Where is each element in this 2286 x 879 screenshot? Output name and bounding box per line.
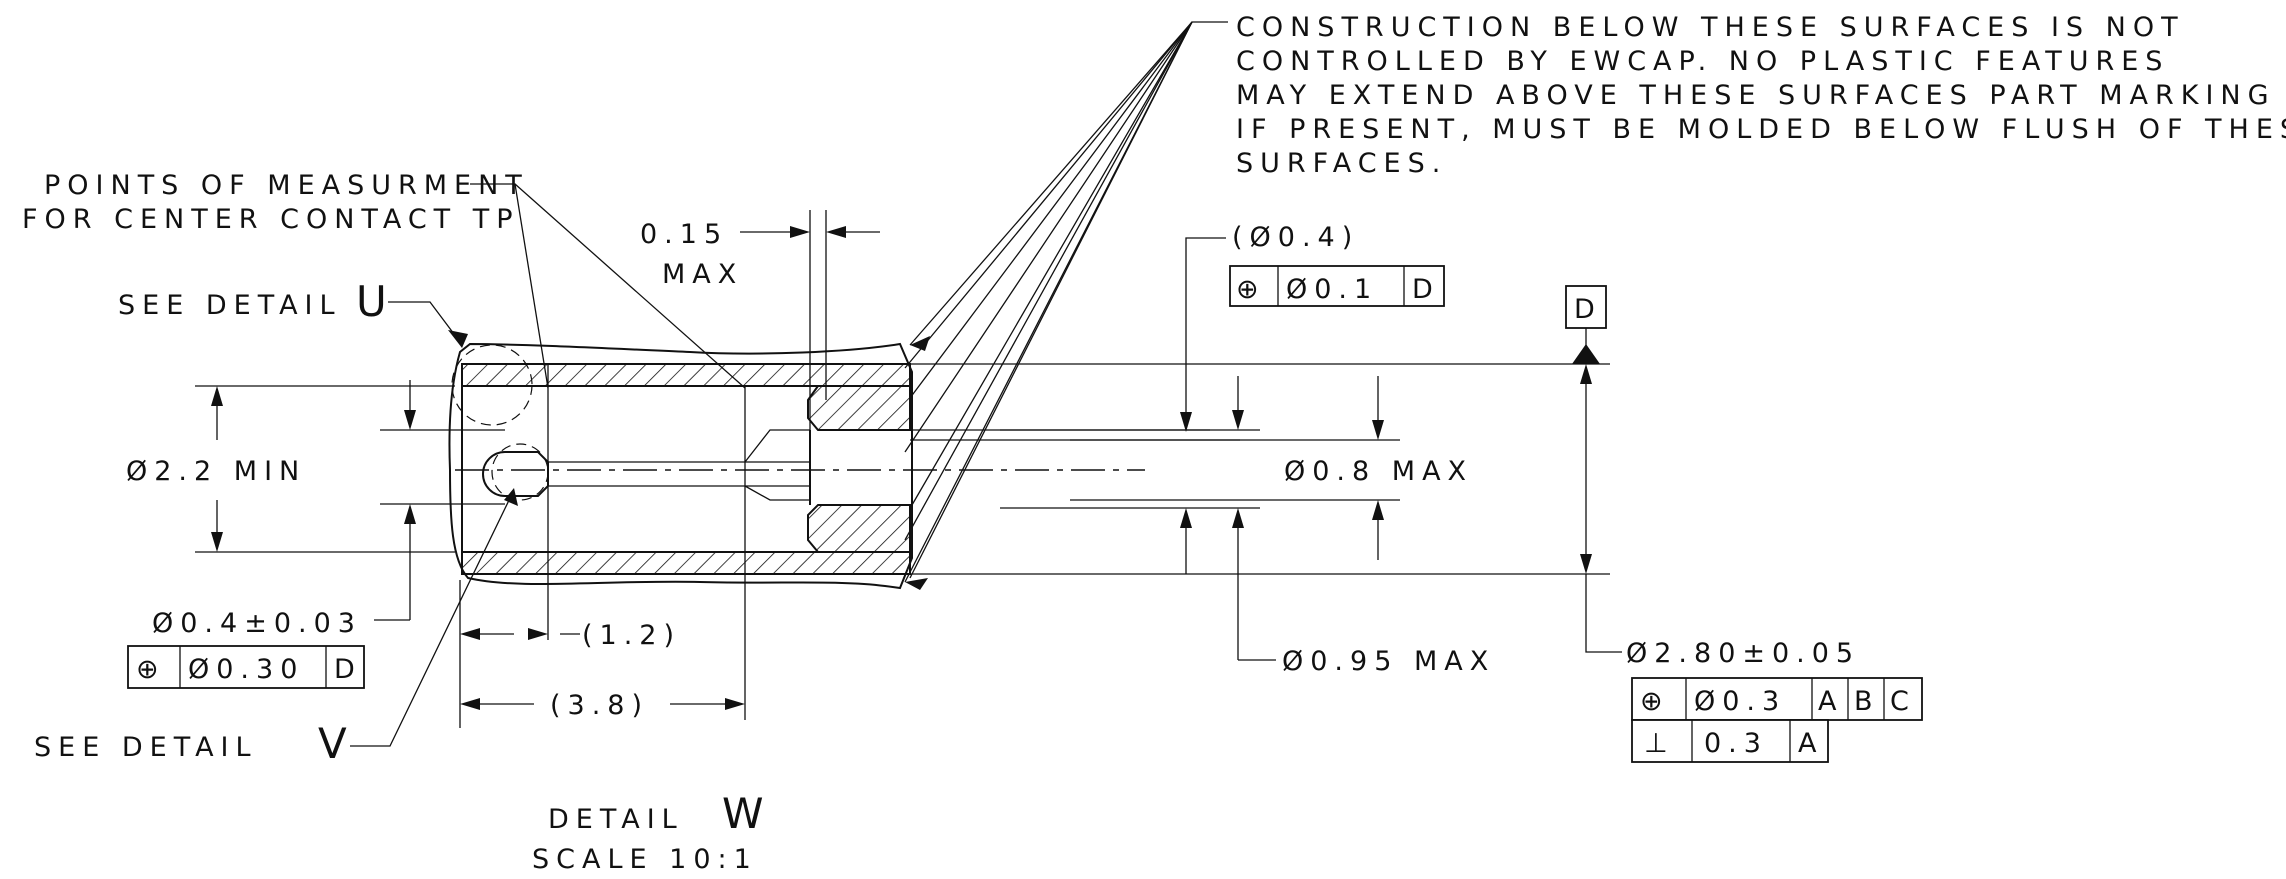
- see-detail-u-text: SEE DETAIL: [118, 290, 342, 321]
- note-line-1: CONSTRUCTION BELOW THESE SURFACES IS NOT: [1236, 12, 2185, 43]
- frame-perp-datum: A: [1798, 728, 1823, 759]
- note-line-4: IF PRESENT, MUST BE MOLDED BELOW FLUSH O…: [1236, 114, 2286, 145]
- dim-12-text: (1.2): [582, 620, 681, 651]
- dim-22-min: Ø2.2 MIN: [126, 385, 455, 553]
- dim-095-text: Ø0.95 MAX: [1282, 646, 1495, 677]
- frame-right-datum-a: A: [1818, 686, 1843, 717]
- part-body: [448, 210, 1145, 720]
- dim-015-suffix: MAX: [662, 259, 743, 290]
- frame-right-tolerance: Ø0.3: [1694, 686, 1786, 717]
- note-line-5: SURFACES.: [1236, 148, 1447, 179]
- right-end-lower: [807, 504, 911, 553]
- dim-38-text: (3.8): [550, 690, 649, 721]
- frame-right-datum-c: C: [1890, 686, 1916, 717]
- construction-note: CONSTRUCTION BELOW THESE SURFACES IS NOT…: [1236, 12, 2286, 179]
- feature-frame-top: ⊕ Ø0.1 D: [1229, 265, 1445, 307]
- detail-title: DETAIL W SCALE 10:1: [532, 789, 764, 875]
- dim-08-text: Ø0.8 MAX: [1284, 456, 1473, 487]
- top-wall-section: [461, 363, 911, 387]
- frame-top-tolerance: Ø0.1: [1286, 274, 1378, 305]
- dim-04-ref: (Ø0.4): [910, 222, 1359, 441]
- dim-12: (1.2): [459, 580, 681, 728]
- frame-left-tolerance: Ø0.30: [188, 654, 304, 685]
- frame-left-symbol: ⊕: [136, 654, 166, 685]
- dim-08-max: Ø0.8 MAX: [1070, 376, 1473, 560]
- datum-d: D: [910, 285, 1610, 575]
- detail-letter: W: [722, 789, 764, 838]
- frame-right-datum-b: B: [1854, 686, 1880, 717]
- feature-frame-left: ⊕ Ø0.30 D: [127, 645, 365, 689]
- frame-right-symbol: ⊕: [1640, 686, 1670, 717]
- dim-015-max: 0.15 MAX: [640, 219, 880, 290]
- dim-280-text: Ø2.80±0.05: [1626, 638, 1860, 669]
- pom-line-1: POINTS OF MEASURMENT: [44, 170, 529, 201]
- feature-frame-right-perpendicular: ⊥ 0.3 A: [1631, 719, 1829, 763]
- see-detail-v-text: SEE DETAIL: [34, 732, 258, 763]
- see-detail-u-callout: SEE DETAIL U: [118, 277, 468, 348]
- dim-22-text: Ø2.2 MIN: [126, 456, 306, 487]
- dim-280-tol: Ø2.80±0.05: [1585, 574, 1860, 669]
- frame-left-datum: D: [334, 654, 362, 685]
- note-line-2: CONTROLLED BY EWCAP. NO PLASTIC FEATURES: [1236, 46, 2169, 77]
- see-detail-v-callout: SEE DETAIL V: [34, 488, 518, 768]
- dim-015-value: 0.15: [640, 219, 728, 250]
- pom-line-2: FOR CENTER CONTACT TP: [22, 204, 520, 235]
- note-leader-lines: [904, 21, 1228, 590]
- dim-04-tol: Ø0.4±0.03: [152, 380, 505, 639]
- detail-label: DETAIL: [548, 804, 684, 835]
- dim-04-ref-text: (Ø0.4): [1232, 222, 1359, 253]
- bottom-wall-section: [461, 551, 911, 575]
- feature-frame-right-position: ⊕ Ø0.3 A B C: [1631, 677, 1923, 721]
- dim-38: (3.8): [460, 690, 745, 721]
- dim-095-max: Ø0.95 MAX: [1000, 376, 1495, 677]
- detail-scale: SCALE 10:1: [532, 844, 758, 875]
- right-end-upper: [807, 385, 911, 431]
- frame-top-symbol: ⊕: [1236, 274, 1266, 305]
- dim-04-tol-text: Ø0.4±0.03: [152, 608, 362, 639]
- see-detail-v-letter: V: [318, 719, 347, 768]
- frame-perp-tolerance: 0.3: [1704, 728, 1768, 759]
- points-of-measurement-callout: POINTS OF MEASURMENT FOR CENTER CONTACT …: [22, 170, 746, 389]
- frame-top-datum: D: [1412, 274, 1440, 305]
- note-line-3: MAY EXTEND ABOVE THESE SURFACES PART MAR…: [1236, 80, 2276, 111]
- see-detail-u-letter: U: [356, 277, 387, 326]
- datum-d-label: D: [1574, 294, 1602, 325]
- frame-perp-symbol: ⊥: [1644, 728, 1675, 759]
